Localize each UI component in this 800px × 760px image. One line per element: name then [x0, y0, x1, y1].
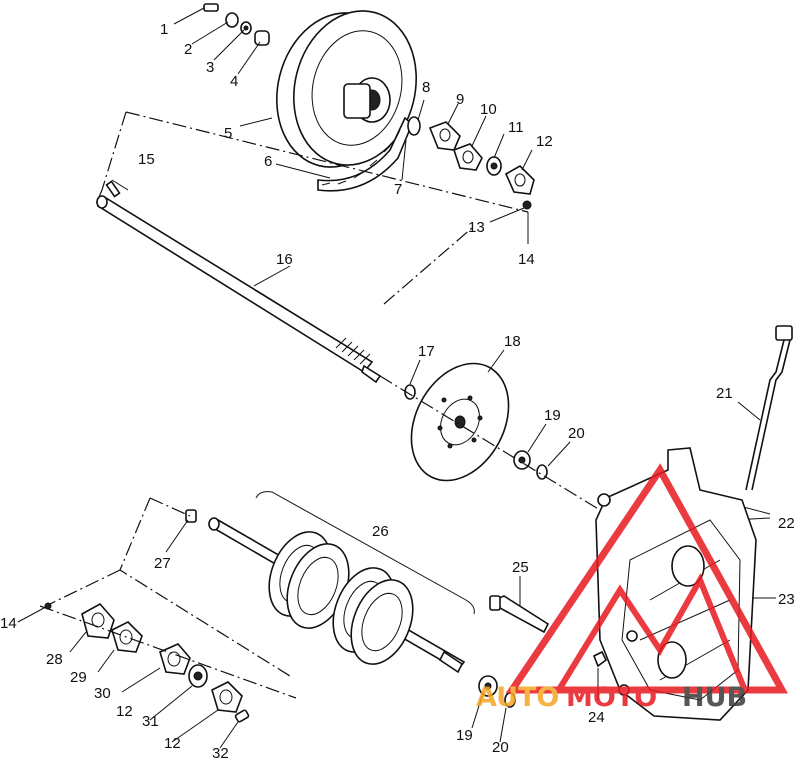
lower-bearing-hardware — [17, 569, 516, 749]
callout-26: 26 — [372, 523, 389, 540]
callout-4: 4 — [230, 73, 238, 90]
watermark-text-auto: AUTO — [476, 682, 559, 713]
callout-2: 2 — [184, 41, 192, 58]
callout-31: 31 — [142, 713, 159, 730]
callout-6: 6 — [264, 153, 272, 170]
watermark-text-hub: HUB — [682, 682, 747, 713]
callout-28: 28 — [46, 651, 63, 668]
watermark-triangle-inner — [557, 573, 747, 690]
callout-21: 21 — [716, 385, 733, 402]
callout-32: 32 — [212, 745, 229, 760]
callout-5: 5 — [224, 125, 232, 142]
callout-3: 3 — [206, 59, 214, 76]
callout-11: 11 — [508, 119, 524, 136]
callout-18: 18 — [504, 333, 521, 350]
callout-12-lower-b: 12 — [164, 735, 181, 752]
callout-17: 17 — [418, 343, 435, 360]
callout-20-lower: 20 — [492, 739, 509, 756]
automotohub-watermark: AUTO MOTO HUB — [476, 463, 788, 713]
callout-14-upper: 14 — [518, 251, 535, 268]
callout-12-upper: 12 — [536, 133, 553, 150]
callout-10: 10 — [480, 101, 497, 118]
watermark-text-moto: MOTO — [566, 682, 657, 713]
callout-24: 24 — [588, 709, 605, 726]
callout-7: 7 — [394, 181, 402, 198]
callout-20-upper: 20 — [568, 425, 585, 442]
brake-disc-assembly — [379, 349, 601, 511]
callout-15: 15 — [138, 151, 155, 168]
callout-8: 8 — [422, 79, 430, 96]
speedometer-cable — [728, 325, 793, 528]
lower-drive-shaft-assembly — [119, 491, 475, 677]
callout-16: 16 — [276, 251, 293, 268]
callout-14-lower: 14 — [0, 615, 17, 632]
callout-19-upper: 19 — [544, 407, 561, 424]
callout-1: 1 — [160, 21, 168, 38]
callout-19-lower: 19 — [456, 727, 473, 744]
driven-sprocket-assembly — [95, 3, 535, 305]
callout-29: 29 — [70, 669, 87, 686]
drive-shaft — [96, 179, 382, 384]
watermark-triangle-outer — [505, 463, 788, 694]
callout-27: 27 — [154, 555, 171, 572]
chaincase-housing — [595, 447, 776, 721]
callout-23: 23 — [778, 591, 795, 608]
part-callouts: 1 2 3 4 5 6 7 8 9 10 11 12 13 14 15 16 1… — [0, 21, 795, 760]
callout-9: 9 — [456, 91, 464, 108]
callout-25: 25 — [512, 559, 529, 576]
bolt-and-nut — [489, 576, 608, 700]
callout-22: 22 — [778, 515, 795, 532]
callout-30: 30 — [94, 685, 111, 702]
callout-13: 13 — [468, 219, 485, 236]
callout-12-lower-a: 12 — [116, 703, 133, 720]
